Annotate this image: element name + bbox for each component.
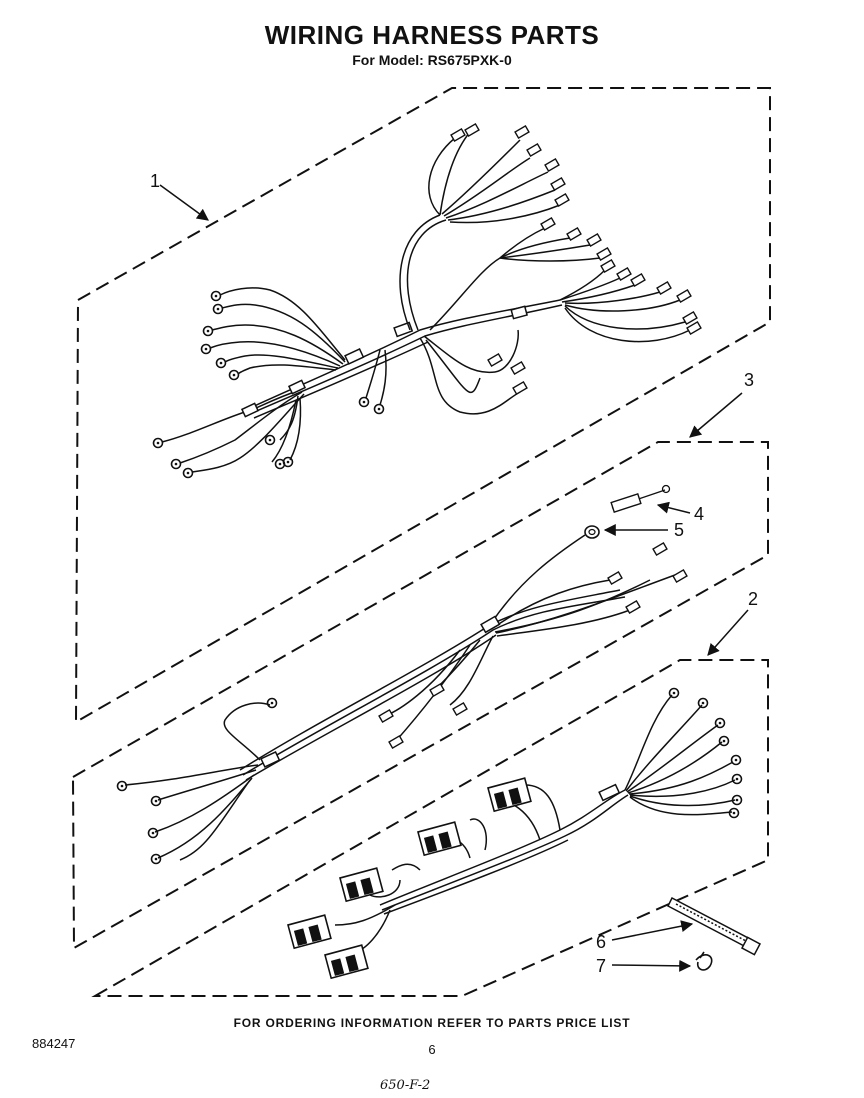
- leader-1: [159, 184, 209, 221]
- harness-1: [161, 131, 691, 473]
- harness-3: [124, 534, 676, 861]
- callout-3: 3: [744, 370, 754, 390]
- panel-harness-3: [71, 441, 769, 950]
- page-number: 6: [428, 1042, 436, 1057]
- panel-outlines: [71, 87, 771, 997]
- ordering-instructions: FOR ORDERING INFORMATION REFER TO PARTS …: [233, 1016, 631, 1030]
- document-code: 884247: [32, 1036, 76, 1051]
- harness-2-connectors: [287, 777, 532, 980]
- leader-2: [707, 609, 749, 656]
- clip-part-7: [695, 951, 713, 971]
- callout-2: 2: [748, 589, 758, 609]
- handwritten-note: 650-F-2: [380, 1078, 431, 1093]
- leader-4: [656, 501, 691, 514]
- panel-harness-2: [91, 659, 769, 997]
- cable-tie-part-6: [667, 896, 762, 956]
- leader-7: [611, 959, 692, 972]
- callout-4: 4: [694, 504, 704, 524]
- harness-3-terminals: [116, 484, 688, 865]
- leader-6: [611, 920, 694, 941]
- model-subtitle: For Model: RS675PXK-0: [352, 52, 512, 68]
- callout-6: 6: [596, 932, 606, 952]
- panel-harness-1: [74, 87, 771, 724]
- callout-leaders: [159, 184, 749, 972]
- callout-7: 7: [596, 956, 606, 976]
- page-title: WIRING HARNESS PARTS: [264, 20, 600, 50]
- callout-1: 1: [150, 171, 160, 191]
- leader-3: [689, 392, 743, 438]
- callout-labels: 1 2 3 4 5 6 7: [150, 171, 758, 976]
- callout-5: 5: [674, 520, 684, 540]
